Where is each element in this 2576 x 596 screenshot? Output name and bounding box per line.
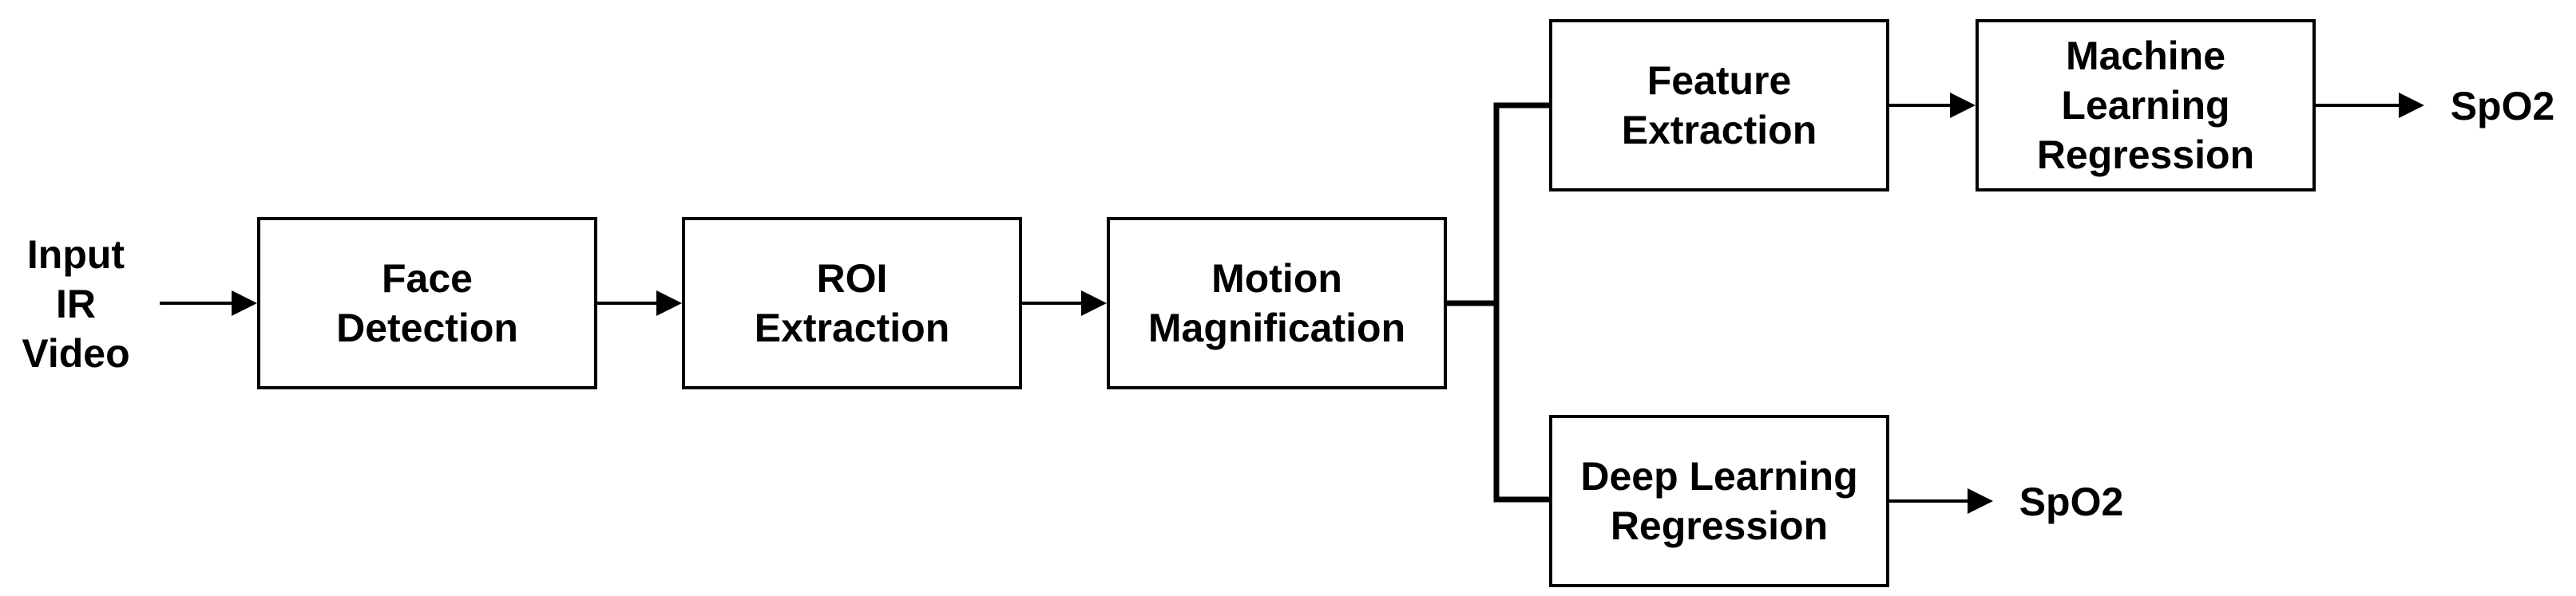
dl-regression-line-2: Regression [1610,503,1829,548]
feature-extraction-box: Feature Extraction [1549,19,1889,191]
arrowhead-roi-extraction [656,290,682,316]
roi-extraction-line-1: ROI [816,256,888,301]
feature-extraction-line-2: Extraction [1621,108,1817,152]
ml-regression-line-3: Regression [2036,132,2255,177]
arrowhead-motion-magnification [1081,290,1107,316]
ml-regression-line-1: Machine [2065,34,2226,78]
ml-regression-line-2: Learning [2061,83,2230,128]
ml-spo2-output-label: SpO2 [2432,81,2573,131]
ml-spo2-text: SpO2 [2450,84,2555,128]
branch-connector [1444,102,1556,503]
dl-regression-line-1: Deep Learning [1580,454,1858,499]
arrowhead-ml-regression [1950,93,1976,118]
motion-magnification-line-2: Magnification [1147,306,1406,350]
ml-regression-box: Machine Learning Regression [1976,19,2316,191]
input-line-3: Video [22,331,130,376]
arrowhead-dl-output [1968,488,1993,514]
motion-magnification-line-1: Motion [1211,256,1342,301]
dl-regression-box: Deep Learning Regression [1549,415,1889,587]
feature-extraction-line-1: Feature [1647,58,1792,103]
face-detection-box: Face Detection [257,217,597,389]
motion-magnification-box: Motion Magnification [1107,217,1447,389]
input-ir-video-label: Input IR Video [0,230,152,378]
input-line-2: IR [56,282,96,326]
dl-spo2-text: SpO2 [2019,480,2124,524]
arrowhead-ml-output [2399,93,2424,118]
roi-extraction-box: ROI Extraction [682,217,1022,389]
dl-spo2-output-label: SpO2 [2001,477,2142,527]
face-detection-line-1: Face [382,256,473,301]
roi-extraction-line-2: Extraction [754,306,950,350]
arrowhead-face-detection [232,290,257,316]
input-line-1: Input [26,232,125,277]
face-detection-line-2: Detection [336,306,518,350]
